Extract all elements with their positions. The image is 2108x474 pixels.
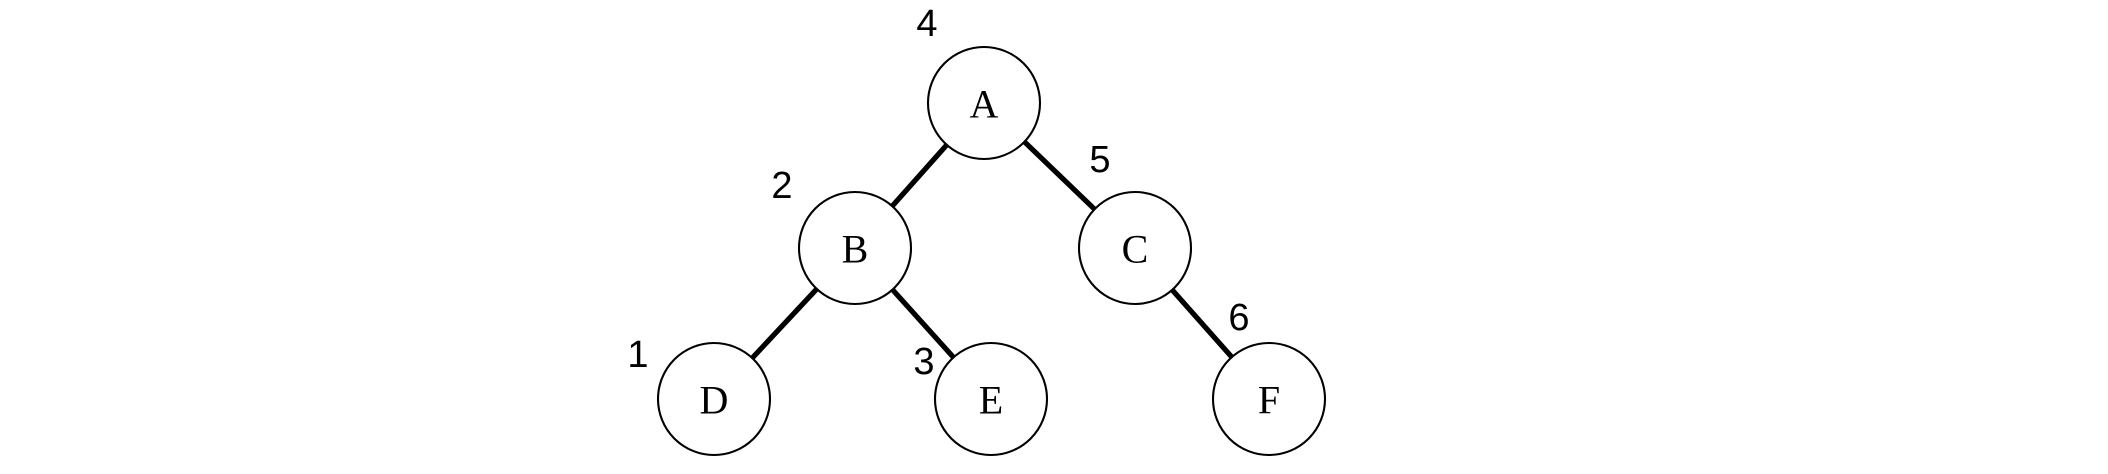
node-label-a: A (970, 82, 999, 127)
tree-edge-c-f (1170, 288, 1234, 359)
tree-node-f[interactable]: F (1211, 341, 1327, 457)
tree-edge-b-d (750, 287, 819, 360)
node-circle-c[interactable] (1077, 190, 1193, 306)
nodes-layer: A B C D E F (656, 45, 1327, 457)
node-weight-c: 5 (1089, 139, 1110, 181)
node-weight-b: 2 (771, 165, 792, 207)
node-circle-d[interactable] (656, 341, 772, 457)
node-weight-d: 1 (627, 334, 648, 376)
node-label-d: D (700, 378, 729, 423)
tree-edge-b-e (890, 287, 956, 360)
weights-layer: 4 2 5 1 3 6 (627, 3, 1249, 383)
node-weight-f: 6 (1228, 297, 1249, 339)
tree-node-d[interactable]: D (656, 341, 772, 457)
node-label-b: B (842, 227, 869, 272)
tree-edge-a-b (890, 143, 949, 208)
node-weight-e: 3 (913, 341, 934, 383)
tree-node-e[interactable]: E (933, 341, 1049, 457)
tree-node-a[interactable]: A (926, 45, 1042, 161)
tree-node-b[interactable]: B (797, 190, 913, 306)
node-circle-f[interactable] (1211, 341, 1327, 457)
node-circle-b[interactable] (797, 190, 913, 306)
node-label-c: C (1122, 227, 1149, 272)
tree-edge-a-c (1022, 139, 1097, 212)
tree-node-c[interactable]: C (1077, 190, 1193, 306)
node-circle-e[interactable] (933, 341, 1049, 457)
node-label-e: E (979, 378, 1003, 423)
node-weight-a: 4 (916, 3, 937, 45)
node-label-f: F (1258, 378, 1280, 423)
node-circle-a[interactable] (926, 45, 1042, 161)
edges-layer (750, 139, 1234, 360)
